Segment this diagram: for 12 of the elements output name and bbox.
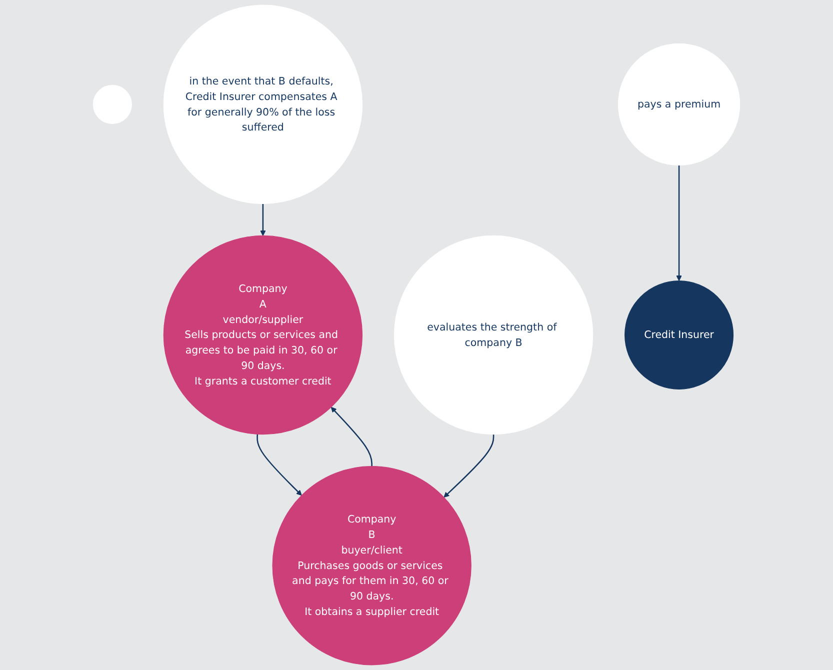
node-circle: Company A vendor/supplier Sells products or services and agrees to be paid in 30, 60 or 90 days. It grants a customer credit	[163, 235, 363, 435]
arrow	[676, 165, 682, 282]
node-circle	[92, 84, 132, 124]
arrow	[260, 204, 266, 236]
node-circle: pays a premium	[618, 43, 740, 166]
arrow	[256, 434, 302, 496]
arrow	[444, 434, 494, 498]
node-circle: Credit Insurer	[624, 280, 734, 390]
arrow	[330, 406, 372, 466]
node-circle: Company B buyer/client Purchases goods or services and pays for them in 30, 60 or 90 days. It obtains a supplier credit	[272, 466, 472, 666]
node-circle: evaluates the strength of company B	[394, 235, 594, 435]
node-circle: in the event that B defaults, Credit Insurer compensates A for generally 90% of the loss suffered	[163, 4, 363, 204]
